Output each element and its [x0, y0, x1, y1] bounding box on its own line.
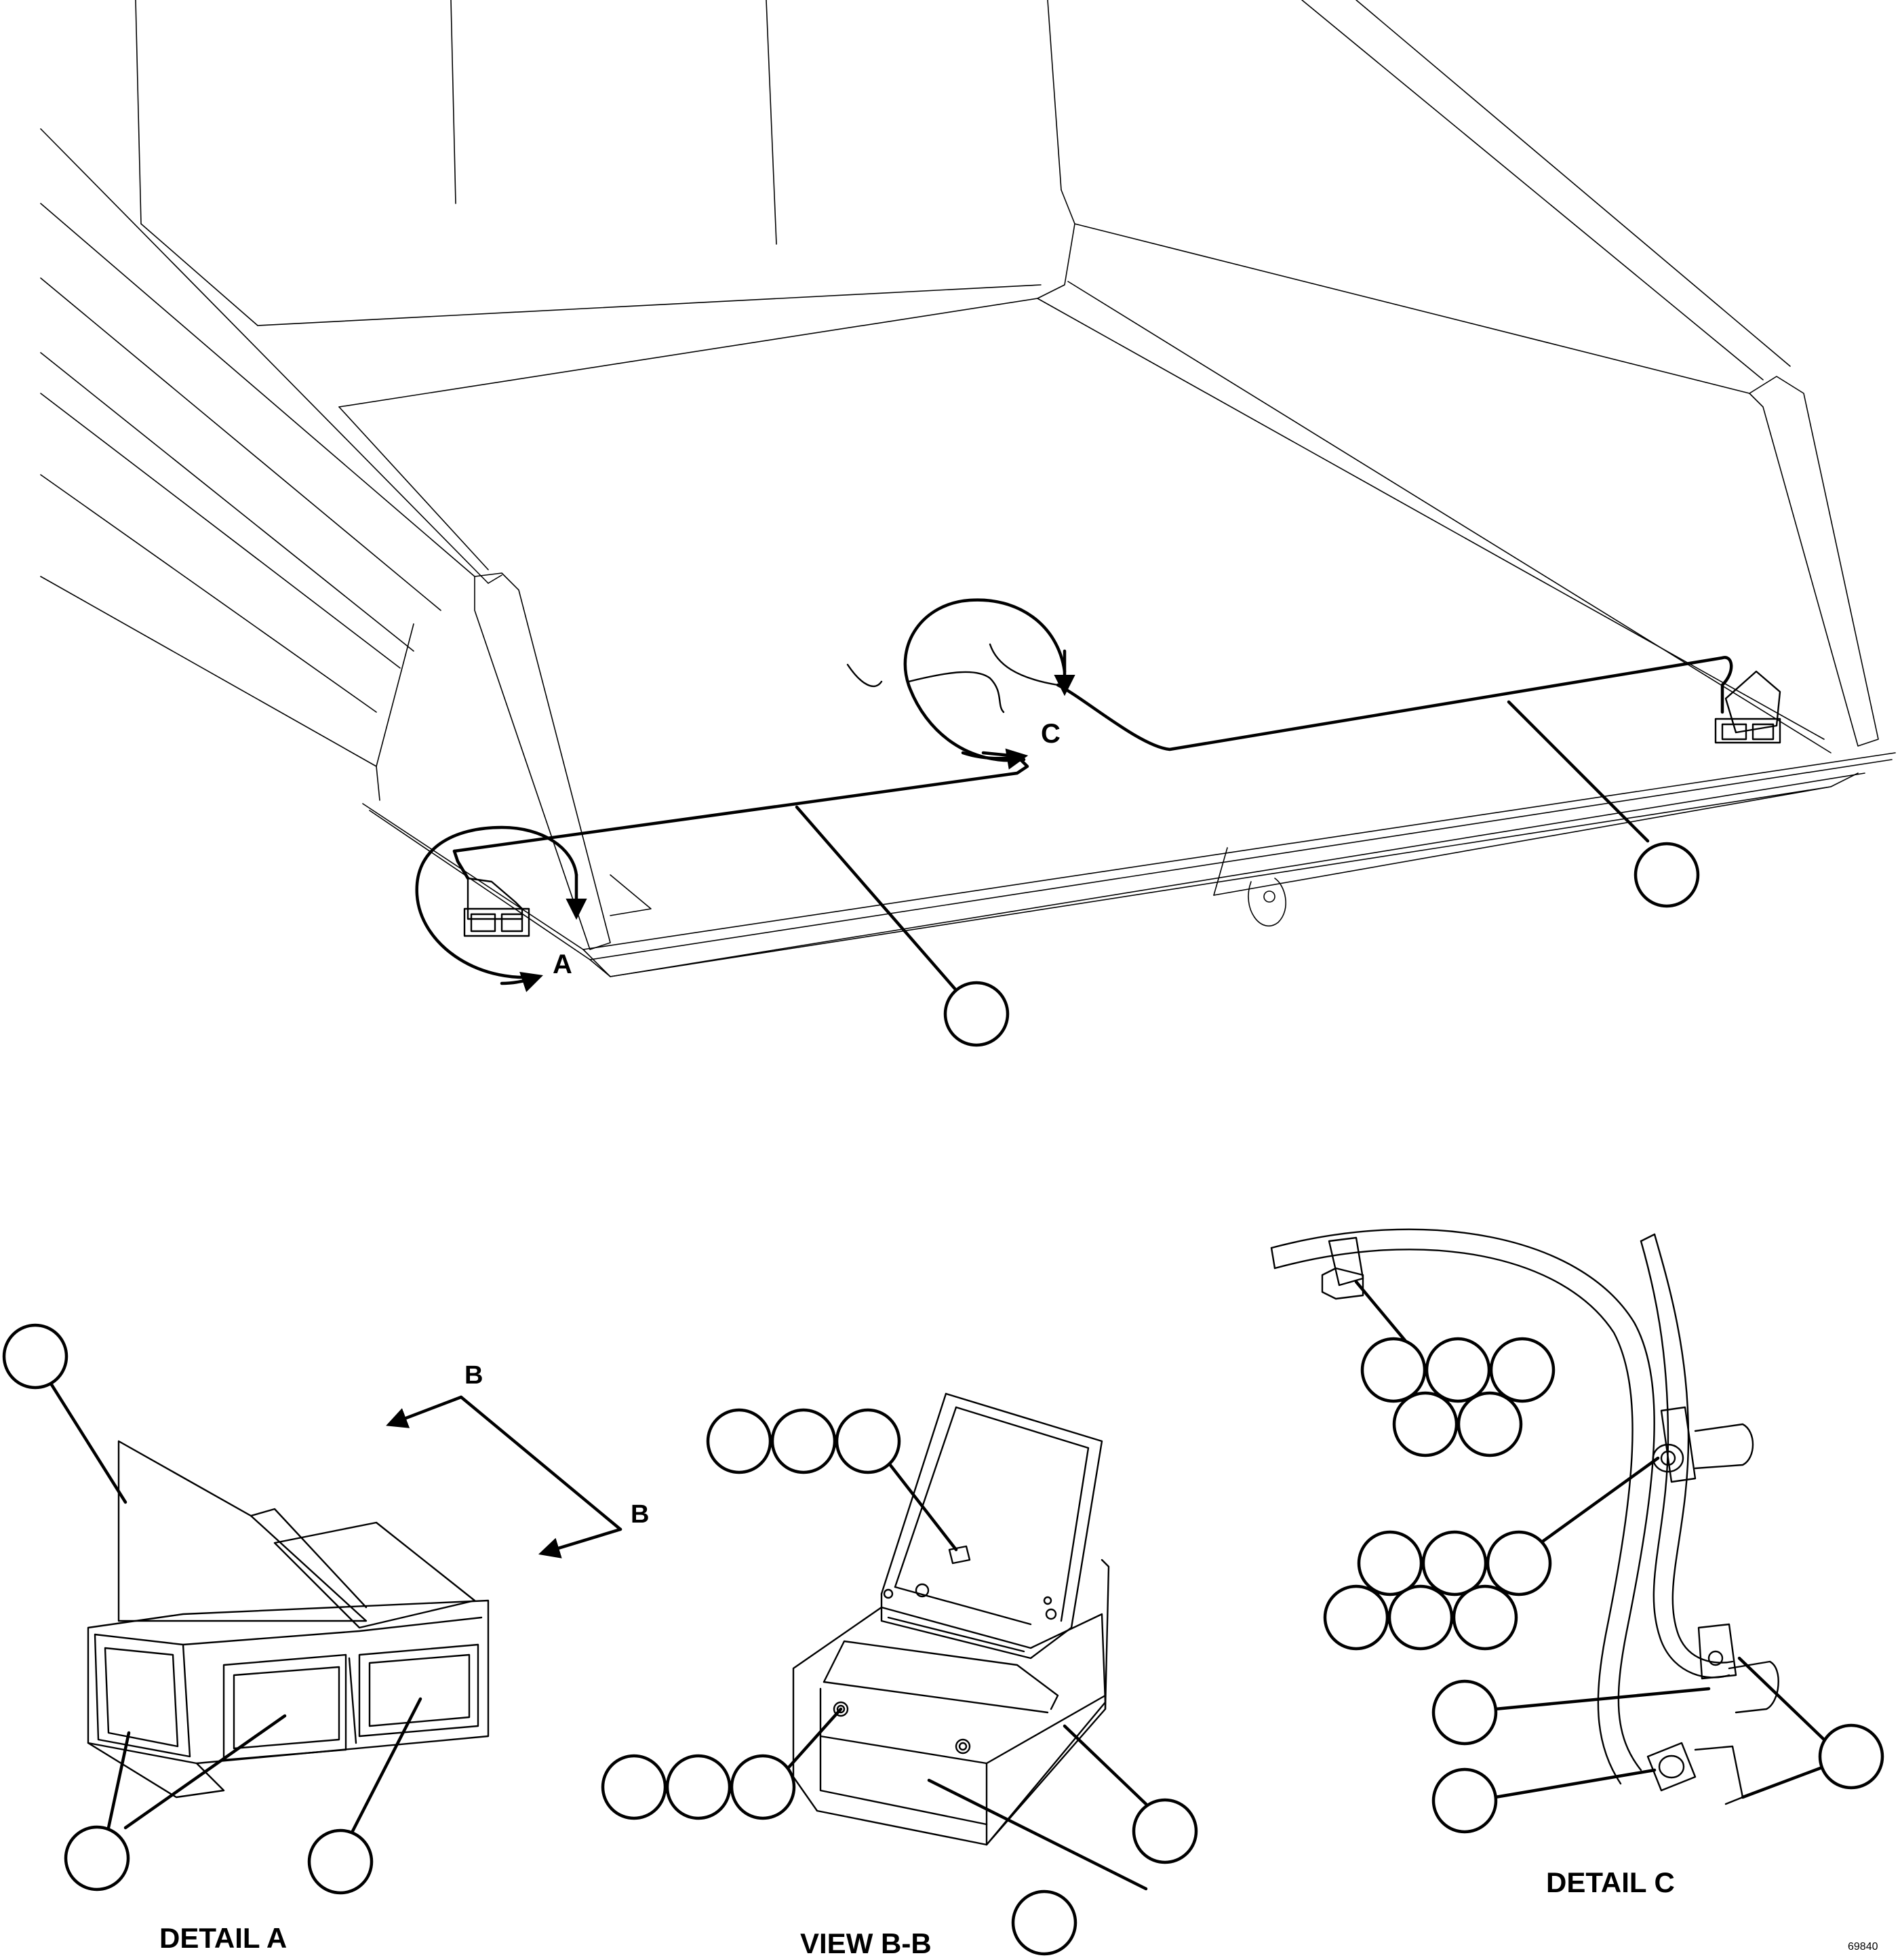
callout-bubble [307, 1828, 374, 1895]
callout-bubble [1011, 1889, 1077, 1956]
callout-bubble [706, 1408, 772, 1474]
right-light-box [1714, 670, 1781, 744]
section-b-top-label: B [464, 1361, 483, 1390]
detail-a-caption: DETAIL A [159, 1922, 287, 1954]
drawing-number: 69840 [1848, 1941, 1878, 1953]
callout-bubble [770, 1408, 837, 1474]
callout-bubble [835, 1408, 901, 1474]
detail-c-callout-circle: C [903, 598, 1075, 770]
view-b-b: VIEW B-B [601, 1392, 1198, 1959]
lens-right [368, 1653, 471, 1727]
leader-line [1534, 1456, 1660, 1548]
housing-top [273, 1521, 476, 1629]
callout-bubble [1818, 1723, 1884, 1790]
leader-line [1741, 1765, 1826, 1799]
view-bb-caption: VIEW B-B [800, 1927, 932, 1959]
right-corner-post [1749, 376, 1879, 747]
leader-line [1493, 1768, 1657, 1799]
fasteners [833, 1545, 1057, 1755]
left-light-box [463, 877, 530, 937]
callout-bubble [1452, 1584, 1518, 1651]
callout-bubble [1431, 1767, 1498, 1834]
leader-line [1737, 1656, 1826, 1742]
housing-body [792, 1606, 1107, 1846]
leader-line [123, 1714, 287, 1830]
connectors [1646, 1623, 1779, 1805]
leader-line [927, 1778, 1148, 1891]
section-b-arrows: B B [386, 1361, 649, 1559]
dump-body-main-view: A C [40, 0, 1896, 1047]
middle-clamp [1652, 1406, 1754, 1483]
leader-line [883, 1456, 958, 1552]
leader-line [795, 805, 958, 992]
detail-c-callout-label: C [1041, 719, 1061, 749]
leader-line [1507, 700, 1650, 843]
callout-bubble [665, 1754, 732, 1820]
right-side-wall [1067, 0, 1832, 753]
callout-bubble [943, 981, 1010, 1047]
light-housing [87, 1599, 490, 1799]
floor [1037, 298, 1825, 740]
callout-bubble [1486, 1530, 1552, 1596]
detail-a: B B DETAIL A [2, 1323, 649, 1954]
callout-bubble [1392, 1391, 1459, 1457]
callout-bubble [1431, 1679, 1498, 1746]
callout-bubble [1634, 842, 1700, 908]
callout-bubble [1357, 1530, 1423, 1596]
callout-bubble [1421, 1530, 1488, 1596]
detail-c-caption: DETAIL C [1546, 1866, 1675, 1898]
detail-c: DETAIL C [1270, 1228, 1884, 1898]
callout-bubble [1132, 1798, 1198, 1864]
callout-bubble [1360, 1337, 1427, 1403]
detail-a-callout-label: A [553, 949, 572, 979]
callout-bubble [2, 1323, 68, 1390]
callout-bubble [601, 1754, 667, 1820]
detail-a-callout-circle: A [415, 825, 587, 992]
leader-line [106, 1731, 131, 1830]
top-clamp [1321, 1236, 1364, 1300]
cable-routing [1270, 1228, 1734, 1785]
mounting-bracket [117, 1440, 368, 1622]
left-side-wall [40, 128, 489, 767]
callout-bubble [1387, 1584, 1454, 1651]
leader-line [1354, 1280, 1409, 1345]
leader-line [351, 1697, 422, 1833]
leader-line [781, 1707, 843, 1776]
section-b-bottom-label: B [631, 1500, 649, 1529]
callout-bubble [730, 1754, 796, 1820]
rear-sill [362, 752, 1896, 977]
bracket-back [945, 1392, 1103, 1629]
leader-line [49, 1381, 127, 1504]
callout-bubble [64, 1825, 130, 1892]
leader-line [1493, 1687, 1711, 1711]
leader-line [1063, 1724, 1148, 1806]
callout-bubble [1323, 1584, 1389, 1651]
callout-bubble [1425, 1337, 1491, 1403]
left-corner-post [376, 572, 652, 950]
callout-bubble [1457, 1391, 1523, 1457]
front-wall [135, 0, 1750, 408]
wiring-harness [452, 643, 1733, 880]
lens-center [233, 1666, 340, 1750]
callout-bubble [1489, 1337, 1556, 1403]
